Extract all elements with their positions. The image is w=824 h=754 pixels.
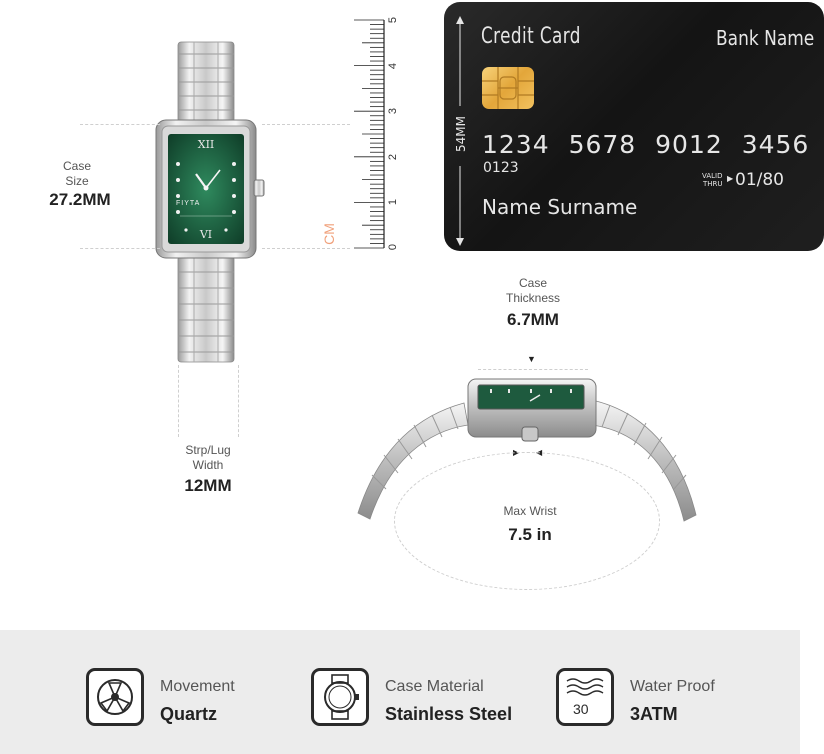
svg-text:VI: VI	[199, 228, 212, 241]
case-size-guide-top	[80, 124, 160, 125]
movement-icon	[86, 668, 144, 726]
credit-card-reference: Credit Card Bank Name 1234 5678 9012 345…	[444, 2, 824, 251]
card-holder-name: Name Surname	[482, 195, 638, 219]
ruler-scale	[354, 19, 385, 249]
card-sub-number: 0123	[483, 160, 519, 176]
watch-side-view	[350, 355, 700, 525]
card-number: 1234 5678 9012 3456	[482, 130, 810, 159]
watch-brand: FIYTA	[176, 200, 201, 207]
max-wrist-label: Max Wrist	[503, 504, 557, 518]
water-proof-icon: 30	[556, 668, 614, 726]
watch-front-image: XII VI	[155, 41, 265, 363]
case-material-label: Case Material	[385, 678, 484, 695]
movement-label: Movement	[160, 678, 235, 695]
case-material-icon	[311, 668, 369, 726]
max-wrist-value: 7.5 in	[508, 525, 552, 544]
feature-water-proof: 30 Water Proof 3ATM	[556, 668, 756, 728]
ruler-tick-0: 0	[387, 243, 400, 251]
ruler-tick-4: 4	[387, 62, 400, 70]
watch-front-view: XII VI FIYTA	[150, 40, 270, 370]
card-height-arrow-icon	[456, 16, 464, 246]
feature-case-material: Case Material Stainless Steel	[311, 668, 541, 728]
card-valid-arrow-icon: ▶	[727, 174, 734, 183]
ruler-unit: CM	[320, 223, 337, 245]
ruler-tick-1: 1	[387, 198, 400, 206]
watch-side-image	[357, 378, 697, 522]
wrist-outline	[394, 452, 660, 590]
ruler-guide-top	[262, 124, 350, 125]
movement-value: Quartz	[160, 704, 218, 724]
features-bar: Movement Quartz Case Material Stainless …	[0, 630, 800, 754]
thickness-guide	[478, 369, 588, 370]
card-expiry: 01/80	[735, 170, 784, 190]
case-size-value: 27.2MM	[49, 190, 111, 209]
water-proof-label: Water Proof	[630, 678, 715, 695]
ruler-tick-3: 3	[387, 107, 400, 115]
card-bank-name: Bank Name	[716, 26, 815, 50]
strap-width-value: 12MM	[184, 476, 232, 495]
case-thickness-label: Case Thickness	[505, 276, 561, 305]
case-thickness-value: 6.7MM	[507, 310, 559, 329]
case-size-guide-bottom	[80, 248, 160, 249]
strap-width-label: Strp/Lug Width	[185, 443, 231, 472]
thickness-arrow-icon: ▼	[527, 354, 536, 364]
cm-ruler: 5 4 3 2 1 0 CM	[321, 14, 410, 254]
card-valid-thru-label: VALID THRU	[702, 172, 723, 188]
case-size-label: Case Size	[62, 159, 91, 188]
case-material-value: Stainless Steel	[385, 704, 513, 724]
ruler-tick-5: 5	[387, 16, 400, 24]
water-proof-value: 3ATM	[630, 704, 678, 724]
card-chip-icon	[482, 67, 534, 109]
feature-movement: Movement Quartz	[86, 668, 286, 728]
ruler-guide-bottom	[262, 248, 350, 249]
svg-text:XII: XII	[198, 138, 215, 151]
strap-guide-right	[238, 365, 239, 437]
water-proof-badge: 30	[573, 701, 589, 717]
ruler-tick-2: 2	[387, 153, 400, 161]
strap-guide-left	[178, 365, 179, 437]
card-height-label: 54MM	[454, 116, 468, 152]
card-title: Credit Card	[481, 24, 581, 49]
